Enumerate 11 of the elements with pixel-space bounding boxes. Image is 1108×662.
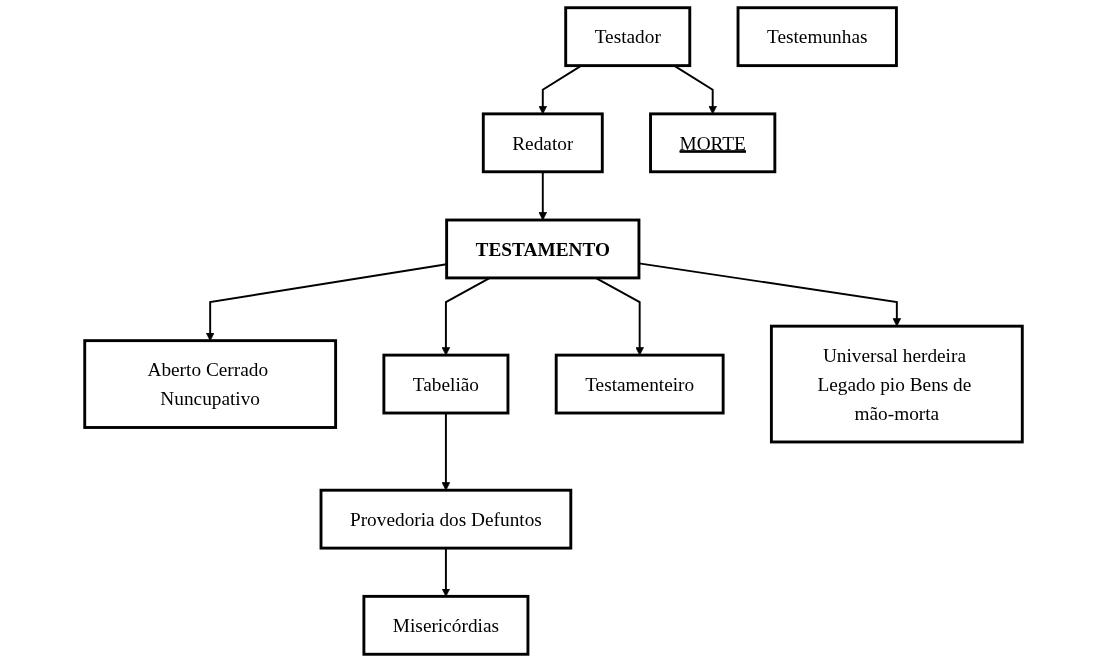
node-box: Testamenteiro [555,353,726,415]
node-box: Universal herdeira Legado pio Bens de mão-morta [770,324,1025,444]
node-box: Testador [564,6,692,68]
node-box: Provedoria dos Defuntos [320,488,573,550]
node-box: Redator [482,112,605,174]
node-box: MORTE [649,112,777,174]
node-box: Tabelião [382,353,510,415]
node-box: Misericórdias [362,594,530,656]
node-box: Testemunhas [737,6,899,68]
node-box: Aberto Cerrado Nuncupativo [83,339,338,429]
node-box: TESTAMENTO [445,218,641,280]
